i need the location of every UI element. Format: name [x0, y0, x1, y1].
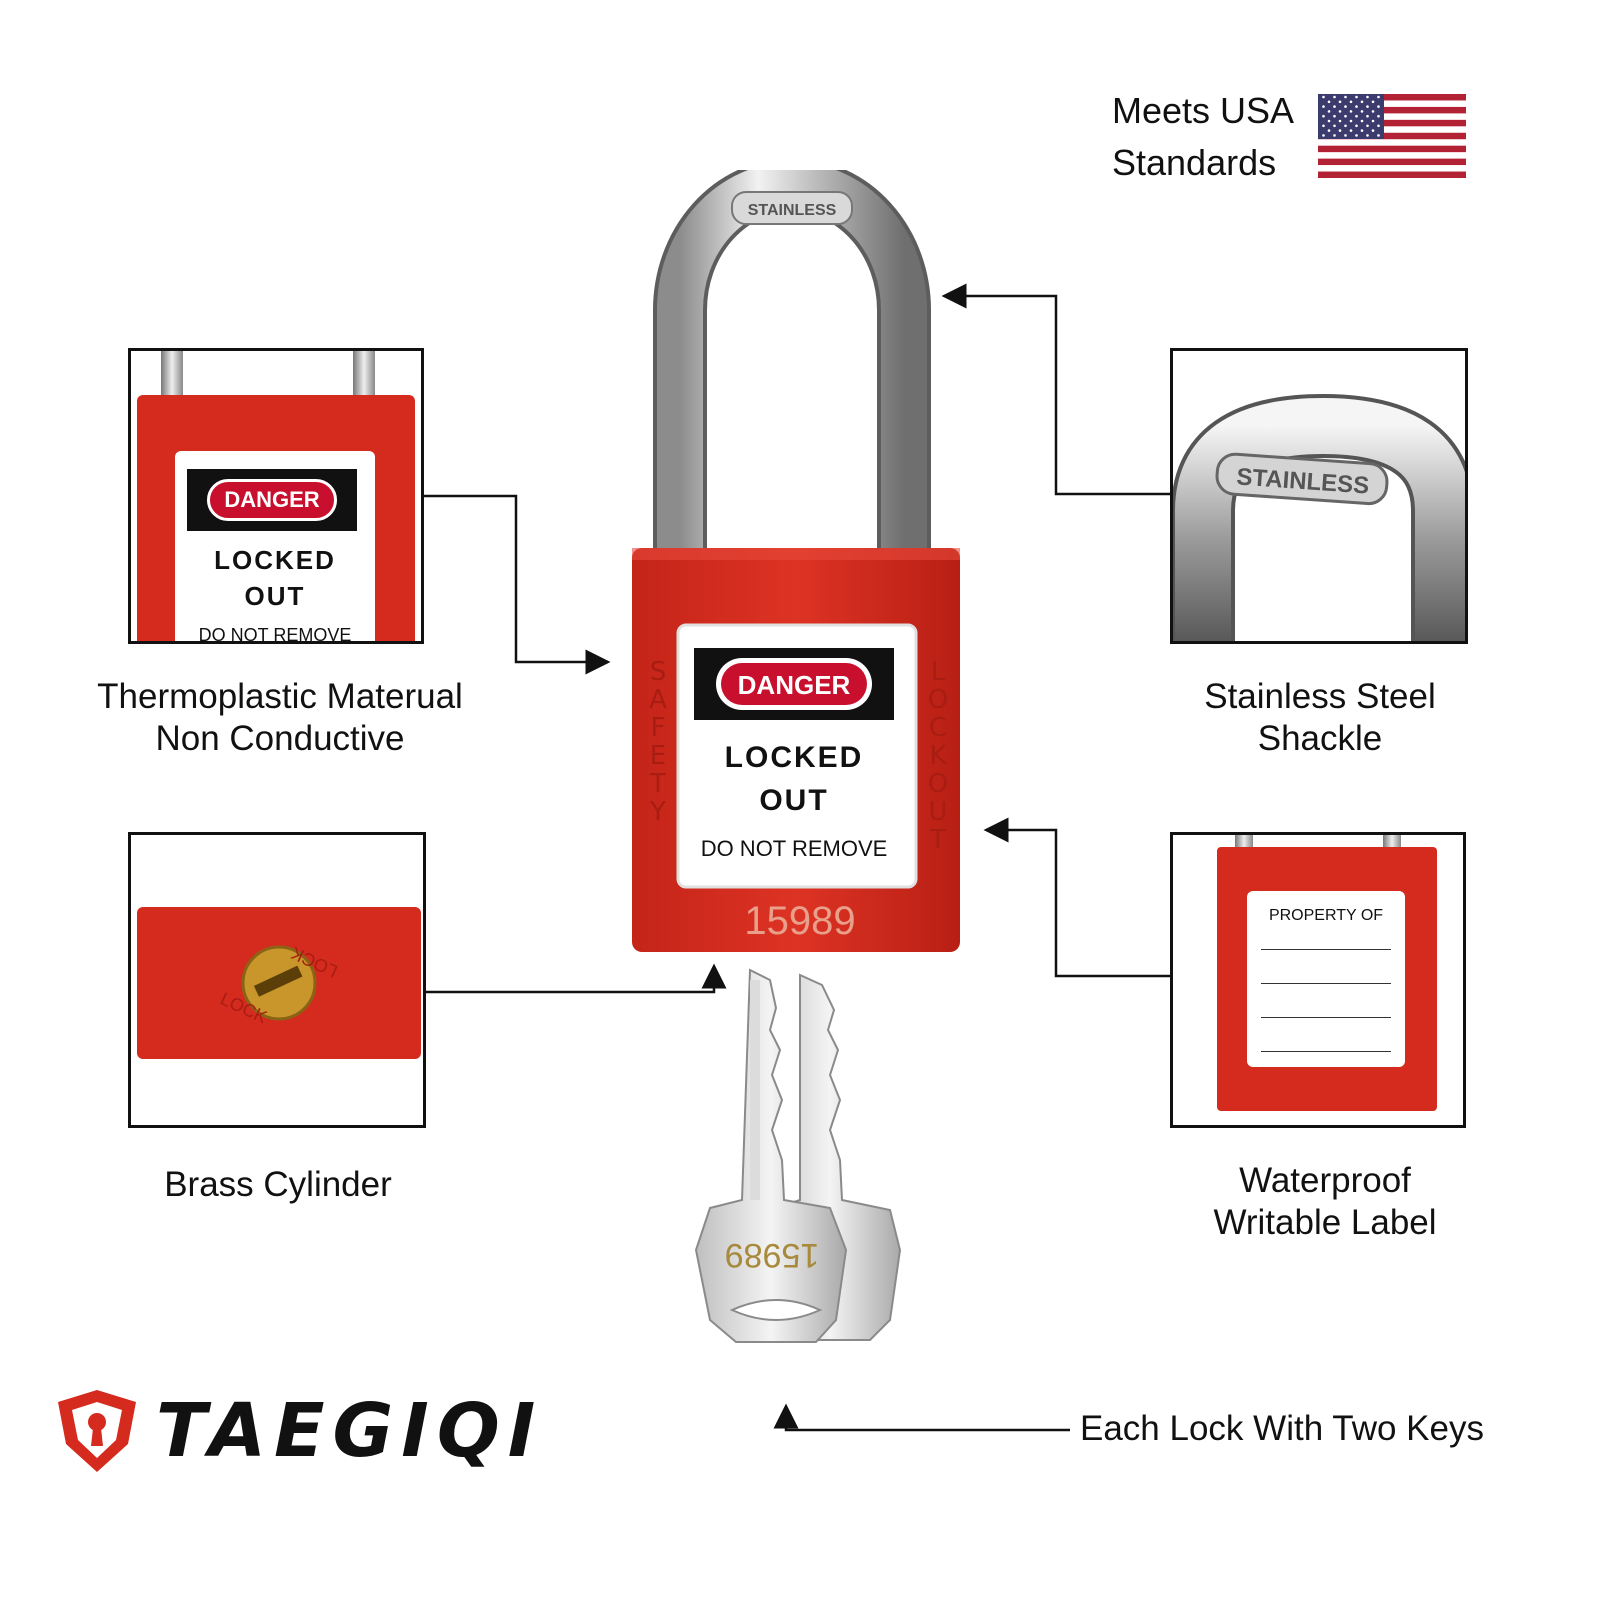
main-padlock: STAINLESS DANGER LOCKED OUT DO NOT REMOV…	[632, 170, 960, 952]
stainless-line1: Stainless Steel	[1204, 677, 1436, 716]
thermoplastic-inset: DANGER LOCKED OUT DO NOT REMOVE	[128, 348, 424, 644]
side-letter: A	[649, 685, 667, 715]
arrow-brass	[426, 963, 727, 994]
arrow-keys	[773, 1403, 1070, 1432]
thermo-label: DANGER LOCKED OUT DO NOT REMOVE	[175, 451, 375, 644]
key-front: 15989	[694, 968, 848, 1343]
lock-dnr-text: DO NOT REMOVE	[701, 836, 888, 861]
side-letter: F	[650, 713, 666, 743]
lock-out-text: OUT	[759, 784, 828, 817]
thermoplastic-line2: Non Conductive	[155, 719, 405, 758]
side-letter: T	[930, 825, 946, 855]
label-caption: Waterproof Writable Label	[1130, 1160, 1520, 1244]
side-letter: Y	[650, 797, 666, 827]
thermo-out: OUT	[244, 581, 306, 611]
stainless-inset: STAINLESS	[1170, 348, 1468, 644]
lock-locked-text: LOCKED	[725, 741, 864, 774]
side-letter: S	[649, 657, 667, 687]
property-of-text: PROPERTY OF	[1268, 907, 1384, 924]
label-line1: Waterproof	[1239, 1161, 1411, 1200]
shackle-leg-left	[161, 351, 183, 401]
shackle-stamp: STAINLESS	[748, 202, 837, 219]
brand-name: TAEGIQI	[156, 1388, 544, 1474]
stainless-line2: Shackle	[1257, 719, 1383, 758]
brass-line1: Brass Cylinder	[164, 1165, 392, 1204]
side-letter: L	[930, 657, 946, 687]
thermo-danger: DANGER	[207, 479, 337, 521]
usa-flag-icon	[1318, 94, 1466, 178]
shield-keyhole-logo	[58, 1390, 136, 1472]
side-letter: O	[927, 769, 949, 799]
brass-cylinder-inset: LOCK LOCK	[128, 832, 426, 1128]
side-letter: K	[929, 741, 947, 771]
badge-line1: Meets USA	[1112, 90, 1295, 131]
two-keys: 15989	[694, 968, 902, 1343]
thermoplastic-line1: Thermoplastic Materual	[97, 677, 463, 716]
side-letter: U	[928, 797, 948, 827]
thermo-locked: LOCKED	[214, 545, 336, 575]
thermoplastic-caption: Thermoplastic Materual Non Conductive	[40, 676, 520, 760]
shackle: STAINLESS	[653, 170, 931, 560]
keys-caption: Each Lock With Two Keys	[1080, 1408, 1516, 1450]
thermo-dnr: DO NOT REMOVE	[198, 625, 352, 644]
side-letter: T	[650, 769, 666, 799]
writable-label: PROPERTY OF	[1247, 891, 1405, 1067]
arrow-stainless	[941, 283, 1170, 496]
brass-caption: Brass Cylinder	[78, 1164, 478, 1206]
badge-line2: Standards	[1112, 142, 1277, 183]
side-letter: C	[928, 713, 948, 743]
keys-line1: Each Lock With Two Keys	[1080, 1409, 1484, 1448]
stainless-caption: Stainless Steel Shackle	[1130, 676, 1510, 760]
usa-badge: Meets USA Standards	[1112, 88, 1472, 188]
lock-serial: 15989	[744, 899, 855, 943]
arrow-label	[983, 817, 1170, 978]
shackle-leg-right	[353, 351, 375, 401]
lock-danger-text: DANGER	[738, 670, 851, 700]
side-letter: O	[927, 685, 949, 715]
key-number: 15989	[725, 1236, 820, 1274]
label-line2: Writable Label	[1213, 1203, 1437, 1242]
arrow-thermoplastic	[424, 494, 611, 675]
writable-label-inset: PROPERTY OF	[1170, 832, 1466, 1128]
side-letter: E	[649, 741, 667, 771]
lock-body: DANGER LOCKED OUT DO NOT REMOVE 15989	[632, 548, 960, 952]
